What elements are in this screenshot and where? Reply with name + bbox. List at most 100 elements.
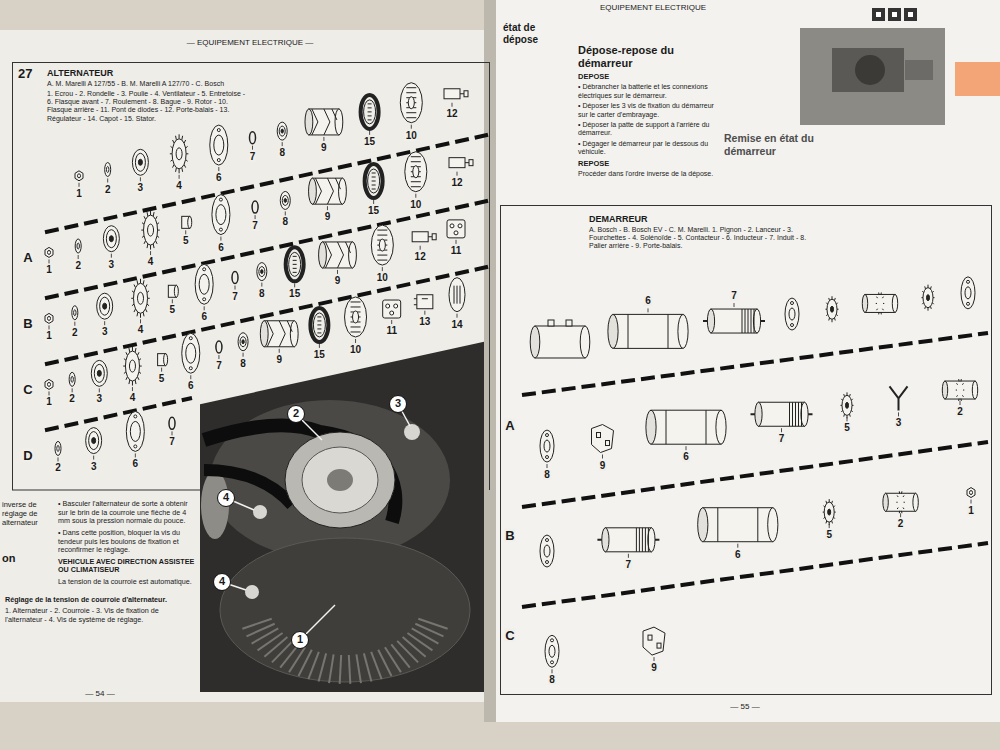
part-line (963, 390, 964, 391)
part-line (317, 320, 321, 321)
part-outline (546, 539, 549, 542)
callout-number: 3 (90, 462, 98, 472)
part-line (293, 260, 297, 261)
part-line (956, 390, 957, 391)
callout-number: 15 (288, 289, 301, 299)
callout-badge: 1 (291, 631, 309, 649)
callout-number: 10 (405, 131, 418, 141)
part-line (351, 301, 361, 302)
part-outline (646, 410, 656, 444)
part-line (312, 109, 337, 135)
part-outline (216, 341, 222, 353)
part-drawing (383, 300, 401, 318)
part-line (368, 103, 372, 104)
part-drawing (922, 285, 935, 311)
part-line (377, 230, 387, 231)
part-outline (188, 216, 192, 228)
callout-number: 11 (450, 246, 463, 256)
callout-number: 7 (168, 437, 176, 447)
part-line (878, 293, 879, 295)
part-line (150, 211, 151, 216)
part-outline (310, 308, 328, 342)
part-line (636, 528, 637, 552)
callout-number: 10 (349, 345, 362, 355)
belt-photo (200, 342, 484, 692)
part-drawing (305, 109, 343, 135)
alternator-body (220, 538, 470, 682)
part-outline (444, 89, 460, 99)
part-outline (106, 230, 116, 248)
body-text: • Basculer l'alternateur de sorte à obte… (58, 500, 196, 526)
row-letter: B (22, 317, 33, 330)
part-outline (164, 354, 168, 366)
pictogram-mark (892, 12, 897, 17)
leader-line (900, 513, 901, 517)
callout-number: 15 (363, 137, 376, 147)
leader-line (373, 200, 374, 204)
part-outline (309, 178, 317, 204)
part-outline (546, 561, 549, 564)
part-line (745, 309, 746, 333)
leader-line (111, 254, 112, 258)
part-outline (45, 247, 53, 257)
part-line (351, 331, 361, 332)
part-drawing (447, 220, 465, 238)
callout-number: 4 (147, 257, 155, 267)
photo-ground (800, 28, 945, 125)
leader-line (72, 388, 73, 392)
leader-line (323, 137, 324, 141)
leader-line (218, 355, 219, 359)
running-header: — EQUIPEMENT ELECTRIQUE — (130, 38, 370, 48)
part-outline (97, 370, 101, 376)
figure-heading: ALTERNATEUR (47, 68, 247, 78)
part-drawing (823, 499, 836, 525)
leader-line (847, 417, 848, 421)
part-outline (195, 264, 213, 304)
part-outline (365, 164, 383, 198)
part-outline (458, 224, 462, 228)
part-line (414, 304, 417, 305)
part-outline (368, 169, 380, 193)
part-drawing (91, 360, 107, 386)
row-separator (45, 398, 192, 430)
part-line (140, 313, 141, 318)
part-outline (540, 430, 554, 462)
callout-number: 12 (414, 252, 427, 262)
part-outline (657, 643, 661, 648)
part-drawing (862, 293, 897, 315)
part-outline (546, 456, 549, 459)
part-line (962, 395, 963, 396)
part-line (293, 256, 297, 257)
row-letter: C (22, 383, 33, 396)
part-outline (312, 178, 342, 204)
leader-line (547, 464, 548, 468)
part-drawing (785, 298, 799, 330)
part-line (267, 321, 292, 347)
photo-legend: 1. Alternateur - 2. Courroie - 3. Vis de… (5, 607, 195, 624)
leader-line (829, 524, 830, 528)
part-drawing (195, 264, 213, 304)
leader-line (457, 314, 458, 318)
part-drawing (131, 279, 150, 318)
part-line (150, 245, 151, 250)
part-line (717, 508, 718, 542)
part-line (317, 332, 321, 333)
pulley-face (302, 447, 378, 513)
part-outline (238, 333, 248, 351)
part-drawing (540, 430, 554, 462)
part-outline (759, 402, 805, 426)
part-outline (103, 303, 107, 309)
part-outline (45, 379, 53, 389)
part-outline (408, 97, 414, 109)
part-outline (923, 288, 933, 308)
pictogram (872, 8, 885, 21)
book-spine (484, 0, 496, 722)
callout-number: 4 (175, 181, 183, 191)
part-line (903, 508, 904, 509)
leader-line (49, 259, 50, 263)
part-line (645, 528, 646, 552)
part-drawing (608, 314, 688, 348)
part-line (293, 268, 297, 269)
part-line (132, 381, 133, 386)
leader-line (255, 215, 256, 219)
